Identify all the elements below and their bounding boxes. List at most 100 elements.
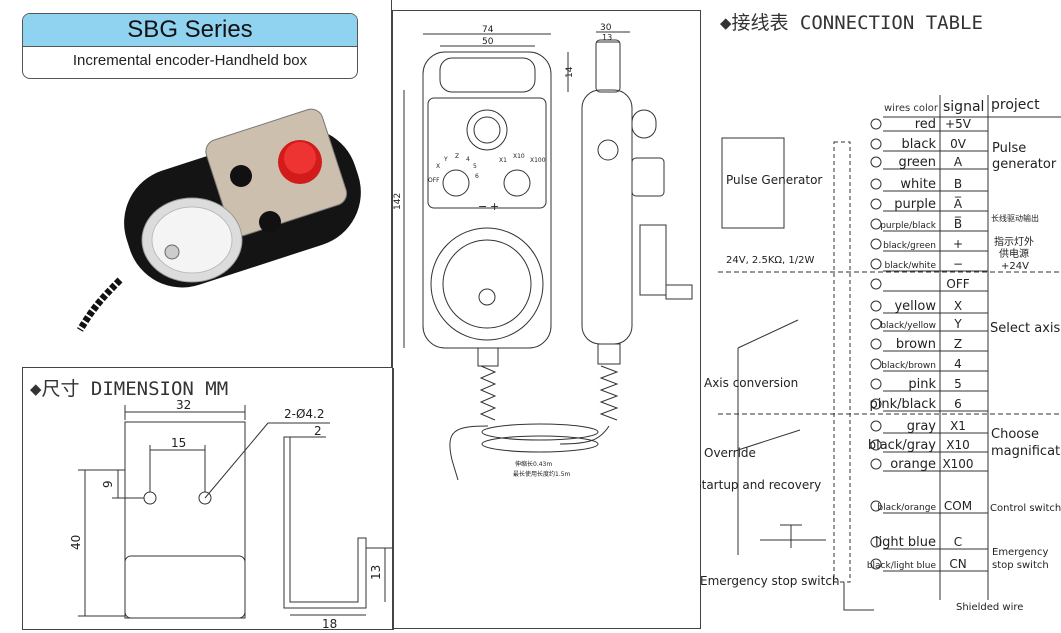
terminal-4 [870,198,882,210]
signal-0: +5V [945,117,972,131]
switch-label-6: 6 [475,173,479,180]
bracket-plate-tab [124,555,246,619]
project-select-axis: Select axis [990,321,1061,336]
signal-3: B [954,177,962,191]
wire-color-1: black [901,137,936,152]
label-emergency-switch: Emergency stop switch [700,574,840,588]
wire-color-9: yellow [894,299,936,314]
dim-2: 2 [314,424,322,438]
connection-title: ◆接线表 CONNECTION TABLE [720,12,983,34]
project-emergency: Emergency [992,547,1048,558]
dim-13-side: 13 [602,33,612,42]
signal-14: 6 [954,397,962,411]
mag-label-x1: X1 [499,157,507,164]
label-startup: Startup and recovery [700,478,821,492]
wire-color-12: black/brown [881,361,936,371]
wire-color-5: purple/black [880,221,937,231]
signal-9: X [954,299,962,313]
plus-label: + [490,200,499,213]
mag-switch-circle [503,169,531,197]
dim-15: 15 [171,436,186,450]
terminal-20 [870,558,882,570]
terminal-11 [870,338,882,350]
signal-2: A [954,155,963,169]
terminal-18 [870,500,882,512]
signal-12: 4 [954,357,962,371]
terminal-15 [870,420,882,432]
signal-8: OFF [946,277,969,291]
front-panel [427,97,547,209]
terminal-16 [870,439,882,451]
dim-40: 40 [69,535,83,550]
label-axis-conversion: Axis conversion [704,376,798,390]
terminal-17 [870,458,882,470]
minus-label: − [478,200,487,213]
signal-4: A̅ [954,196,963,211]
dim-18: 18 [322,617,337,631]
signal-19: C [954,535,962,549]
terminal-12 [870,358,882,370]
wire-color-3: white [900,177,936,192]
wire-color-2: green [898,155,936,170]
wire-color-13: pink [908,377,936,392]
dim-32: 32 [176,398,191,412]
terminal-7 [870,258,882,270]
switch-label-off: OFF [428,177,440,184]
wire-color-19: light blue [875,535,936,550]
switch-label-z: Z [455,153,459,160]
signal-16: X10 [946,438,970,452]
terminal-5 [870,218,882,230]
dimension-panel [22,368,394,630]
series-title: SBG Series [23,14,357,47]
wire-color-11: brown [896,337,936,352]
signal-18: COM [944,499,972,513]
wire-color-6: black/green [883,241,936,251]
switch-label-5: 5 [473,163,477,170]
signal-15: X1 [950,419,966,433]
project-magnification: magnification [991,444,1061,459]
wire-color-7: black/white [884,261,936,271]
dim-142: 142 [393,193,403,210]
wire-color-14: pink/black [869,397,936,412]
terminal-6 [870,238,882,250]
project-generator: generator [992,157,1057,172]
dim-30: 30 [600,23,612,33]
wire-color-0: red [915,117,936,132]
project-line-drive: 长线驱动输出 [991,213,1039,223]
mag-label-x10: X10 [513,153,525,160]
terminal-1 [870,138,882,150]
switch-label-4: 4 [466,156,470,163]
header-project: project [991,97,1040,113]
signal-6: + [953,237,963,251]
axis-switch-circle [442,169,470,197]
dimension-title: ◆尺寸 DIMENSION MM [30,378,229,400]
header-signal: signal [943,99,984,115]
project-shielded: Shielded wire [956,602,1023,613]
wire-color-10: black/yellow [880,321,936,331]
signal-20: CN [949,557,966,571]
signal-7: − [953,257,963,271]
label-override: Override [704,446,756,460]
signal-10: Y [953,317,962,331]
wire-color-4: purple [894,197,936,212]
project-indicator-2: 供电源 [999,247,1029,260]
mag-label-x100: X100 [530,157,546,164]
terminal-14 [870,398,882,410]
side-body [581,89,633,345]
dim-hole-spec: 2-Ø4.2 [284,407,325,421]
series-subtitle: Incremental encoder-Handheld box [72,52,308,69]
project-choose: Choose [991,427,1039,442]
project-control-switch: Control switch [990,503,1061,514]
wire-color-16: black/gray [868,438,936,453]
signal-5: B̅ [954,216,962,231]
dim-13: 13 [369,565,383,580]
terminal-8 [870,278,882,290]
note-stretch: 伸缩长0.43m [515,460,552,468]
note-max-length: 最长使用长度约1.5m [513,470,571,478]
wire-color-17: orange [890,457,936,472]
terminal-2 [870,156,882,168]
handwheel-inner [442,239,532,329]
wire-color-15: gray [907,419,937,434]
handwheel-outer [430,227,544,341]
